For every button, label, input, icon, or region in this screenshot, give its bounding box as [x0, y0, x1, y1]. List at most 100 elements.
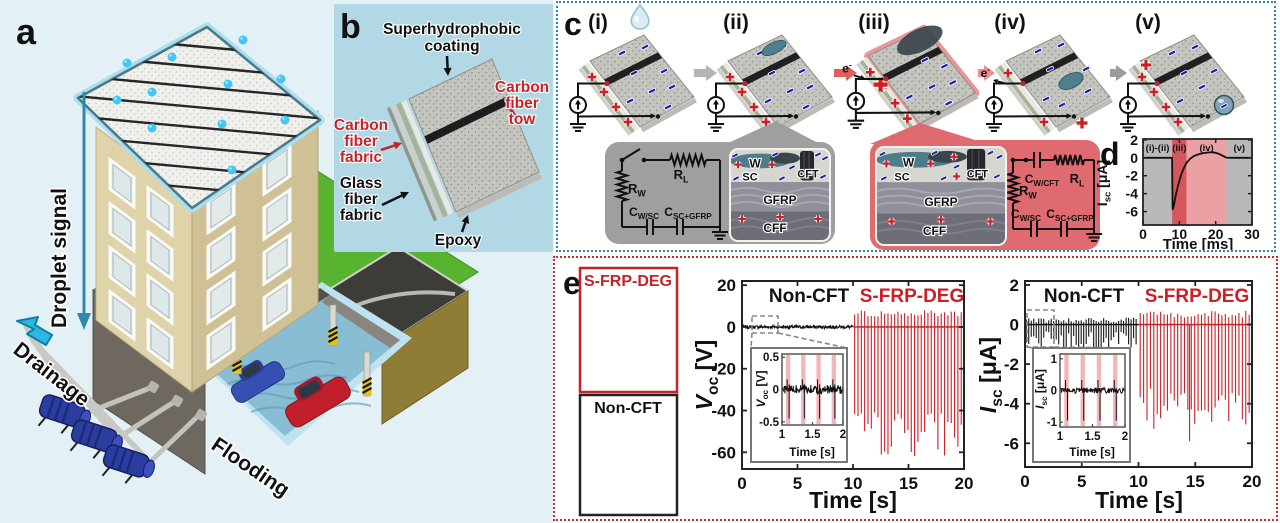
panel-a-label: a	[16, 11, 37, 52]
svg-text:0: 0	[773, 385, 779, 397]
label-w: W	[903, 156, 915, 170]
drainage-arrow-icon	[16, 316, 53, 346]
label-sc: SC	[742, 171, 757, 183]
stage-i-label: (i)	[588, 11, 608, 34]
label-w: W	[749, 156, 761, 170]
label-rw: RW	[628, 181, 646, 198]
svg-text:2: 2	[840, 429, 846, 441]
electron-label: e-	[842, 59, 852, 75]
svg-text:1: 1	[779, 429, 786, 441]
sample-red-label: S-FRP-DEG	[584, 273, 672, 290]
svg-text:20: 20	[1243, 472, 1262, 491]
label-gfrp: GFRP	[924, 195, 957, 209]
label-rl: RL	[674, 167, 689, 184]
tow-label-2: fiber	[505, 95, 539, 112]
svg-text:5: 5	[793, 474, 802, 493]
svg-text:30: 30	[1244, 226, 1260, 242]
cfabric-label-1: Carbon	[334, 117, 388, 134]
svg-text:0.5: 0.5	[763, 352, 780, 364]
label-sc: SC	[894, 171, 909, 183]
svg-text:2: 2	[1010, 276, 1019, 295]
label-cft: CFT	[797, 169, 819, 181]
svg-text:2: 2	[1130, 132, 1138, 148]
plate-stage-i	[569, 34, 697, 136]
svg-text:20: 20	[1208, 226, 1224, 242]
voc-legend-black: Non-CFT	[769, 286, 850, 307]
panel-b-label: b	[340, 8, 361, 46]
isc-inset-xaxis-label: Time [s]	[1069, 445, 1115, 459]
cross-section-photo-red: WSC CFT GFRP CFF	[875, 146, 1007, 246]
svg-text:10: 10	[1172, 226, 1188, 242]
label-cscgfrp: CSC+GFRP	[664, 205, 712, 221]
svg-text:-2: -2	[1126, 168, 1139, 184]
car-blue	[230, 360, 286, 403]
svg-text:1: 1	[1057, 431, 1064, 443]
svg-text:1.5: 1.5	[1085, 431, 1102, 443]
label-cff: CFF	[763, 221, 786, 235]
label-rl: RL	[1070, 171, 1085, 188]
voc-inset-yaxis-label: Voc [V]	[754, 371, 770, 408]
label-rw: RW	[1019, 183, 1037, 200]
isc-inset-yaxis-label: Isc [μA]	[1033, 369, 1049, 409]
isc-yaxis-label: Isc [μA]	[975, 337, 1006, 413]
plate-stage-iv: e-	[981, 34, 1113, 136]
svg-text:15: 15	[899, 474, 918, 493]
svg-text:0: 0	[727, 318, 736, 337]
sample-red-box	[578, 266, 679, 394]
voc-inset-xaxis-label: Time [s]	[789, 445, 835, 459]
zone-label: (i)-(ii)	[1146, 143, 1170, 154]
plate-stage-iii: e-	[842, 24, 980, 133]
svg-text:-6: -6	[1004, 434, 1019, 453]
svg-text:5: 5	[1077, 472, 1086, 491]
svg-text:0: 0	[1020, 472, 1029, 491]
droplet-signal-arrowhead	[77, 313, 91, 330]
label-cft: CFT	[967, 168, 989, 180]
tow-label-3: tow	[509, 111, 537, 128]
composite-plate	[386, 58, 543, 222]
sample-black-box	[578, 393, 679, 517]
panel-d-yaxis-label: Isc [μA]	[1094, 160, 1114, 206]
svg-text:-2: -2	[1004, 355, 1019, 374]
svg-text:1.5: 1.5	[805, 429, 822, 441]
svg-text:-60: -60	[711, 443, 736, 462]
isc-xaxis-label: Time [s]	[1095, 487, 1183, 513]
svg-text:2: 2	[1122, 431, 1128, 443]
stage-v-label: (v)	[1135, 11, 1161, 34]
garage-inner-wall	[322, 295, 400, 348]
plate-stage-ii	[707, 34, 835, 136]
voc-yaxis-label: Voc [V]	[691, 340, 722, 411]
stage-iv-label: (iv)	[994, 11, 1026, 34]
cfabric-label-3: fabric	[340, 149, 383, 166]
svg-text:-20: -20	[711, 360, 736, 379]
svg-text:0: 0	[1139, 226, 1147, 242]
svg-text:-4: -4	[1126, 186, 1139, 202]
svg-text:-4: -4	[1004, 395, 1020, 414]
gfabric-label-1: Glass	[340, 175, 382, 192]
panel-e-label: e	[563, 265, 581, 301]
car-red	[285, 376, 351, 428]
svg-text:20: 20	[717, 276, 736, 295]
windows-right-wall	[206, 141, 292, 371]
svg-text:10: 10	[1129, 472, 1148, 491]
label-cff: CFF	[923, 224, 946, 238]
voc-legend-red: S-FRP-DEG	[860, 286, 965, 307]
podium-right-wall	[381, 290, 469, 425]
panel-b-diagram: b Superhydrophobic coating Carbon fiber …	[334, 4, 553, 252]
coating-label-1: Superhydrophobic	[383, 21, 521, 38]
voc-xaxis-label: Time [s]	[809, 487, 897, 513]
panel-c-label: c	[564, 6, 582, 42]
cfabric-label-2: fiber	[344, 133, 378, 150]
svg-text:-40: -40	[711, 402, 736, 421]
stage-iii-label: (iii)	[858, 11, 890, 34]
droplet-icon	[630, 3, 650, 30]
label-cwcft: CW/CFT	[1025, 172, 1060, 188]
svg-text:0: 0	[1051, 386, 1057, 398]
